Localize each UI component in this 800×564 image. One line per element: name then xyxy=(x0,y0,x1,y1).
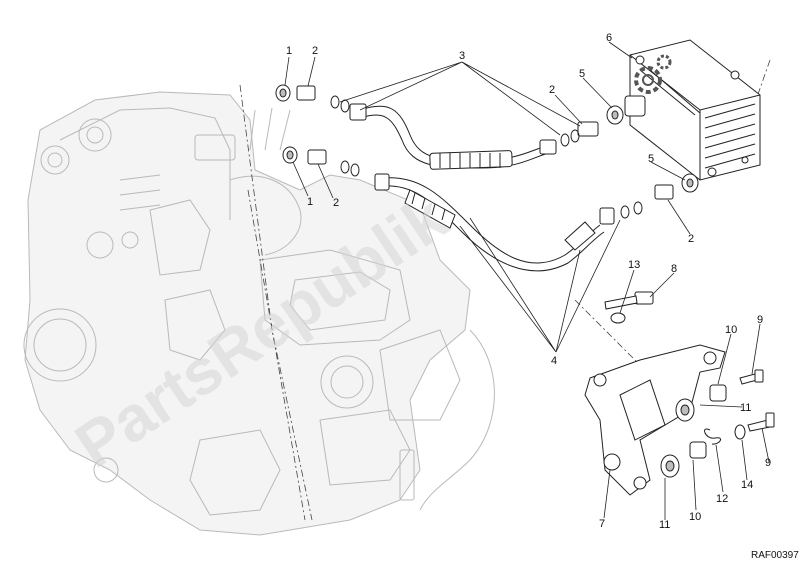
callout-5: 5 xyxy=(579,68,585,80)
callout-11: 11 xyxy=(659,519,670,531)
callout-6: 6 xyxy=(606,32,612,44)
callout-14: 14 xyxy=(741,479,753,491)
gear-icon xyxy=(634,66,662,94)
callout-9: 9 xyxy=(765,457,771,469)
leader-lines xyxy=(284,41,770,520)
callout-1: 1 xyxy=(286,45,292,57)
upper-oil-hose xyxy=(349,103,557,170)
callout-2: 2 xyxy=(549,84,555,96)
callout-2: 2 xyxy=(688,233,694,245)
callout-13: 13 xyxy=(628,259,640,271)
callout-8: 8 xyxy=(671,263,677,275)
callout-labels: 1 2 3 6 5 2 5 1 2 2 13 8 4 10 9 11 9 14 … xyxy=(286,32,771,531)
callout-5: 5 xyxy=(648,153,654,165)
reference-code: RAF00397 xyxy=(751,550,799,561)
callout-9: 9 xyxy=(757,314,763,326)
oil-cooler xyxy=(629,39,761,181)
gear-icon-small xyxy=(656,54,672,70)
callout-7: 7 xyxy=(599,518,605,530)
callout-4: 4 xyxy=(551,355,557,367)
callout-10: 10 xyxy=(725,324,737,336)
callout-10: 10 xyxy=(689,511,701,523)
lower-oil-hose xyxy=(374,173,615,272)
callout-11: 11 xyxy=(740,402,751,414)
mount-hardware xyxy=(660,369,775,478)
engine-block-outline xyxy=(23,91,495,536)
fittings xyxy=(275,84,699,219)
callout-2: 2 xyxy=(333,197,339,209)
callout-3: 3 xyxy=(459,50,465,62)
bolt-8 xyxy=(604,291,654,324)
callout-1: 1 xyxy=(307,196,313,208)
callout-2: 2 xyxy=(312,45,318,57)
callout-12: 12 xyxy=(716,493,728,505)
bracket-7 xyxy=(584,344,726,496)
